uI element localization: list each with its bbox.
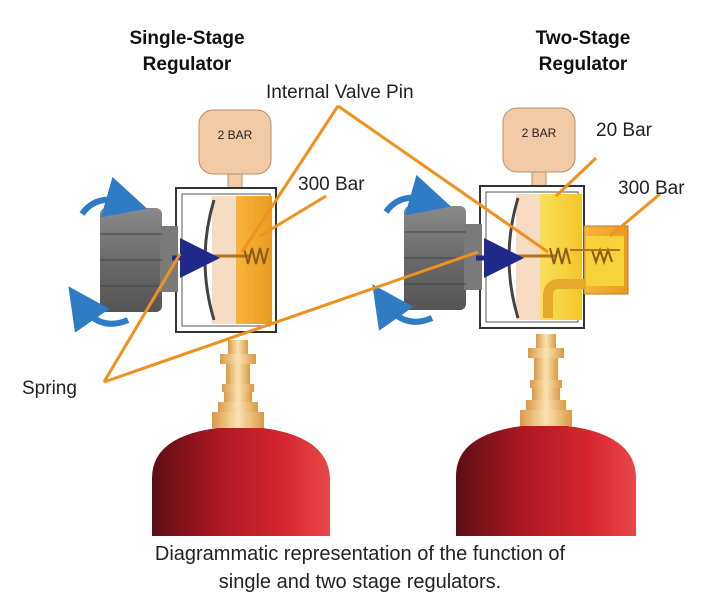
label-internal-valve-pin: Internal Valve Pin [266, 82, 414, 103]
two-gauge [502, 107, 576, 189]
single-valve-spring [243, 247, 269, 265]
two-stage-regulator [372, 107, 636, 536]
callout-300-right [609, 192, 661, 238]
callout-lines [102, 104, 661, 384]
label-spring: Spring [22, 378, 77, 399]
single-gauge [198, 109, 272, 191]
two-valve-spring [549, 247, 571, 265]
two-gas-cylinder [456, 424, 636, 536]
caption-line2: single and two stage regulators. [218, 571, 502, 593]
two-elbow-pipe [543, 279, 586, 318]
single-stage-title-line2: Regulator [142, 54, 232, 75]
caption-line1: Diagrammatic representation of the funct… [154, 543, 566, 565]
two-cylinder-valve [520, 334, 572, 426]
callout-valve-pin-right [337, 104, 549, 254]
label-single-300-bar: 300 Bar [298, 174, 365, 195]
two-rotate-arrow-top [383, 174, 452, 216]
single-gauge-label: 2 BAR [217, 128, 253, 142]
single-cylinder-valve [212, 340, 264, 428]
two-high-pressure-stage [570, 225, 629, 295]
two-stage-title: Two-Stage Regulator [518, 26, 648, 78]
single-rotate-arrow-top [79, 176, 148, 218]
single-stage-title: Single-Stage Regulator [112, 26, 262, 78]
figure-caption: Diagrammatic representation of the funct… [0, 540, 720, 596]
two-gauge-label: 2 BAR [521, 126, 557, 140]
callout-valve-pin-left [240, 105, 340, 253]
callout-spring-left [102, 253, 182, 383]
single-adjust-knob [100, 208, 178, 312]
single-gas-cylinder [152, 426, 330, 536]
two-adjust-knob [404, 206, 482, 310]
callout-20-right [554, 156, 598, 198]
two-stage-title-line2: Regulator [538, 54, 628, 75]
single-rotate-arrow-bottom [68, 286, 130, 333]
two-rotate-arrow-bottom [372, 284, 434, 331]
single-stage-title-line1: Single-Stage [129, 28, 245, 49]
single-stage-regulator [68, 109, 330, 536]
two-stage-title-line1: Two-Stage [535, 28, 631, 49]
label-two-20-bar: 20 Bar [596, 120, 652, 141]
callout-spring-right [103, 250, 479, 384]
callout-300-left [259, 194, 327, 238]
label-two-300-bar: 300 Bar [618, 178, 685, 199]
